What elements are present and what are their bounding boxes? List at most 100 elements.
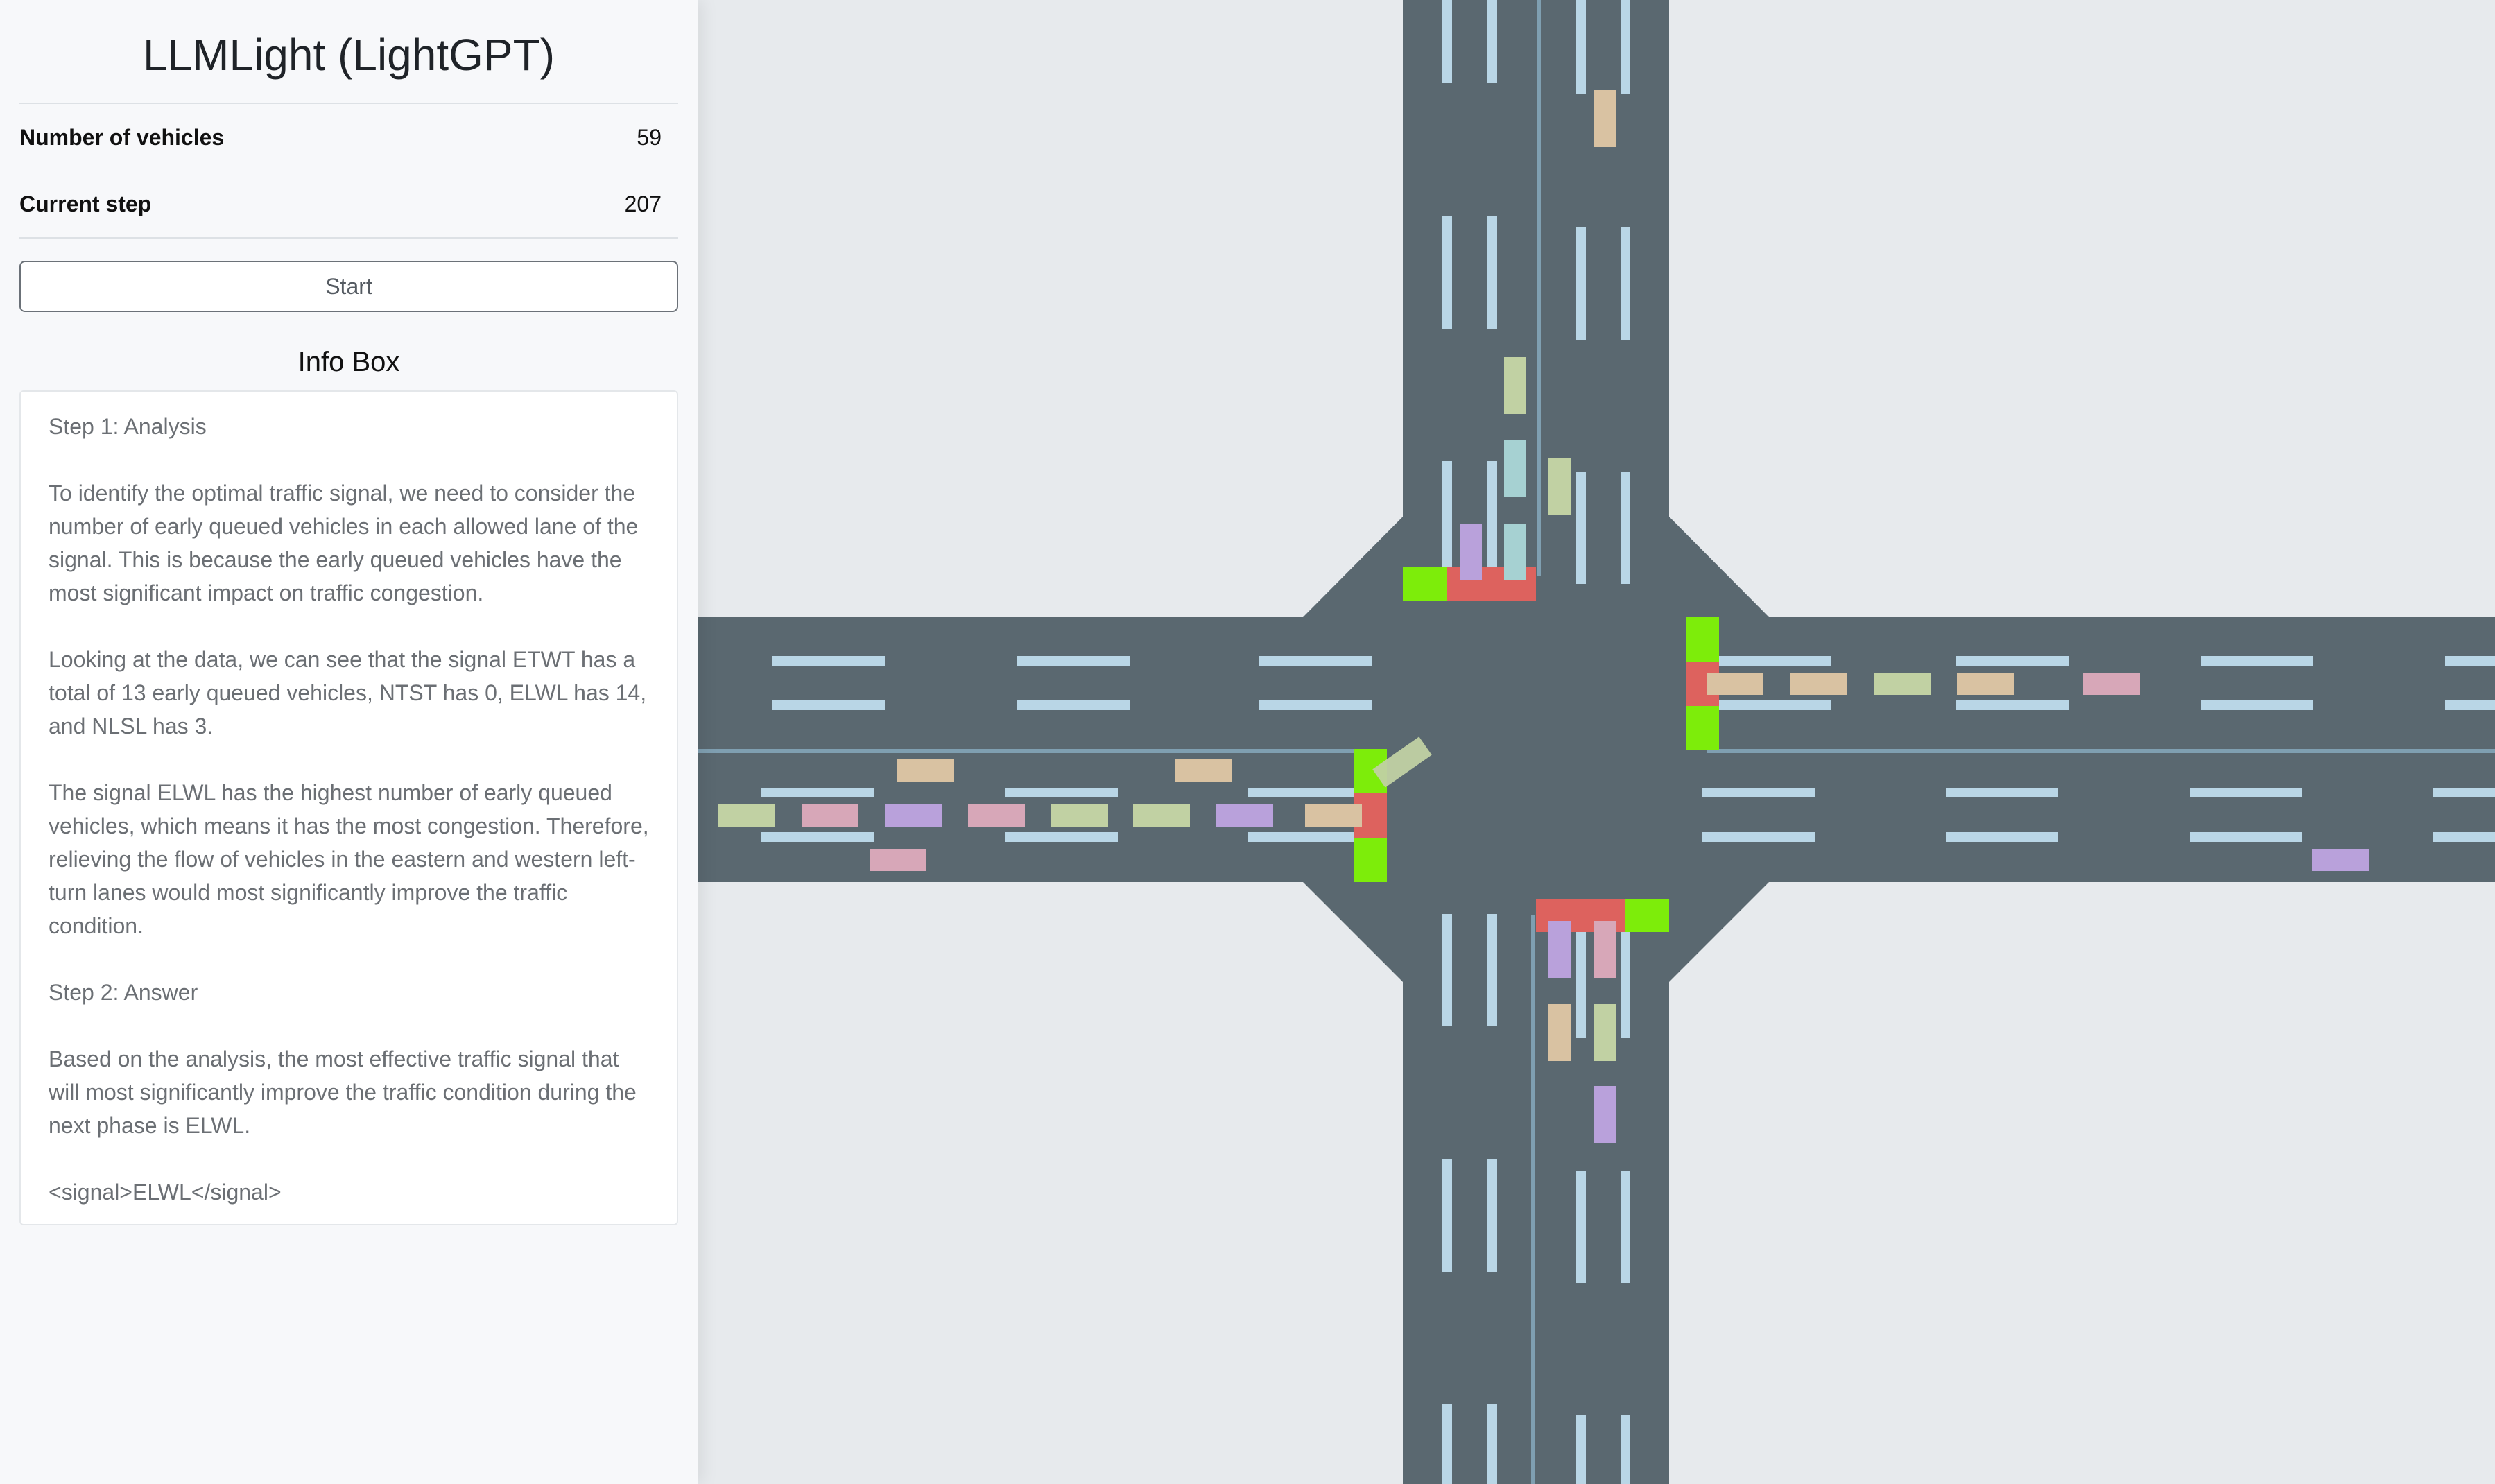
info-paragraph: Step 1: Analysis — [49, 414, 207, 439]
lane-marking — [2433, 832, 2495, 842]
vehicle — [1874, 673, 1931, 695]
vehicles — [718, 90, 2369, 1143]
lane-marking — [1442, 0, 1452, 83]
current-step-row: Current step 207 — [19, 171, 678, 237]
signal-light-green — [1625, 899, 1669, 932]
info-paragraph: Based on the analysis, the most effectiv… — [49, 1046, 637, 1138]
lane-marking — [772, 656, 885, 666]
vehicle — [1594, 1086, 1616, 1143]
lane-marking — [761, 788, 874, 797]
signal-light-green — [1403, 567, 1447, 601]
lane-marking — [1702, 788, 1815, 797]
lane-marking — [1259, 656, 1372, 666]
info-paragraph: Looking at the data, we can see that the… — [49, 647, 647, 739]
vehicle — [897, 759, 954, 782]
info-paragraph: Step 2: Answer — [49, 980, 198, 1005]
lane-marking — [1576, 1171, 1586, 1283]
lane-marking — [1719, 656, 1831, 666]
vehicle — [2083, 673, 2140, 695]
lane-marking — [1487, 216, 1497, 329]
lane-marking — [1487, 0, 1497, 83]
lane-marking — [1442, 216, 1452, 329]
vehicle — [718, 804, 775, 827]
lane-marking — [1946, 832, 2058, 842]
lane-marking — [1576, 0, 1586, 94]
vehicle — [1504, 357, 1526, 414]
current-step-value: 207 — [624, 191, 662, 216]
lane-marking — [1719, 700, 1831, 710]
vehicle-count-row: Number of vehicles 59 — [19, 104, 678, 171]
info-paragraph: To identify the optimal traffic signal, … — [49, 481, 639, 605]
lane-marking — [761, 832, 874, 842]
divider — [19, 237, 678, 239]
lane-marking — [1487, 914, 1497, 1026]
lane-marking — [1017, 656, 1130, 666]
lane-marking — [1017, 700, 1130, 710]
lane-marking — [1442, 1404, 1452, 1484]
lane-marking — [1442, 1159, 1452, 1272]
vehicle-count-value: 59 — [637, 124, 662, 150]
signal-light-green — [1686, 706, 1719, 750]
vehicle — [1594, 90, 1616, 147]
vehicle — [1504, 524, 1526, 580]
control-sidebar: LLMLight (LightGPT) Number of vehicles 5… — [0, 0, 698, 1484]
lane-marking — [1621, 472, 1630, 584]
lane-marking — [1248, 832, 1361, 842]
signal-light-green — [1686, 617, 1719, 662]
vehicle — [1216, 804, 1273, 827]
vehicle — [968, 804, 1025, 827]
lane-marking — [2445, 700, 2495, 710]
lane-marking — [2190, 788, 2302, 797]
current-step-label: Current step — [19, 191, 152, 216]
lane-marking — [2445, 656, 2495, 666]
signal-light-green — [1354, 838, 1387, 882]
lane-marking — [1487, 1159, 1497, 1272]
lane-marking — [1487, 461, 1497, 573]
lane-marking — [1621, 926, 1630, 1038]
divider — [19, 103, 678, 104]
lane-marking — [1621, 1415, 1630, 1484]
intersection-canvas[interactable] — [698, 0, 2495, 1484]
lane-marking — [1576, 227, 1586, 340]
info-paragraph: The signal ELWL has the highest number o… — [49, 780, 649, 938]
lane-marking — [1442, 914, 1452, 1026]
vehicle — [1790, 673, 1847, 695]
vehicle — [1548, 458, 1571, 515]
vehicle — [1175, 759, 1232, 782]
lane-marking — [1621, 1171, 1630, 1283]
lane-markings — [761, 0, 2495, 1484]
lane-marking — [1005, 788, 1118, 797]
app-title: LLMLight (LightGPT) — [142, 30, 555, 80]
intersection-map[interactable] — [698, 0, 2495, 1484]
intersection-core — [1303, 517, 1769, 982]
lane-marking — [1576, 472, 1586, 584]
vehicle — [1051, 804, 1108, 827]
vehicle — [1957, 673, 2014, 695]
lane-marking — [1487, 1404, 1497, 1484]
vehicle — [885, 804, 942, 827]
vehicle — [1133, 804, 1190, 827]
lane-marking — [1005, 832, 1118, 842]
vehicle — [1460, 524, 1482, 580]
vehicle — [1372, 736, 1432, 788]
start-button[interactable]: Start — [19, 261, 678, 312]
vehicle-count-label: Number of vehicles — [19, 124, 225, 150]
vehicle — [1594, 921, 1616, 978]
lane-marking — [1442, 461, 1452, 573]
vehicle — [870, 849, 926, 871]
vehicle — [1594, 1004, 1616, 1061]
lane-marking — [1956, 700, 2069, 710]
vehicle — [1707, 673, 1763, 695]
stats-panel: Number of vehicles 59 Current step 207 — [19, 104, 678, 237]
vehicle — [1305, 804, 1362, 827]
lane-marking — [1576, 1415, 1586, 1484]
lane-marking — [1621, 227, 1630, 340]
lane-marking — [2201, 656, 2313, 666]
lane-marking — [2190, 832, 2302, 842]
lane-marking — [1576, 926, 1586, 1038]
center-lines — [698, 0, 2495, 1484]
lane-marking — [2201, 700, 2313, 710]
vehicle — [802, 804, 858, 827]
info-box-title: Info Box — [297, 347, 400, 377]
info-box[interactable]: Step 1: Analysis To identify the optimal… — [19, 390, 678, 1225]
